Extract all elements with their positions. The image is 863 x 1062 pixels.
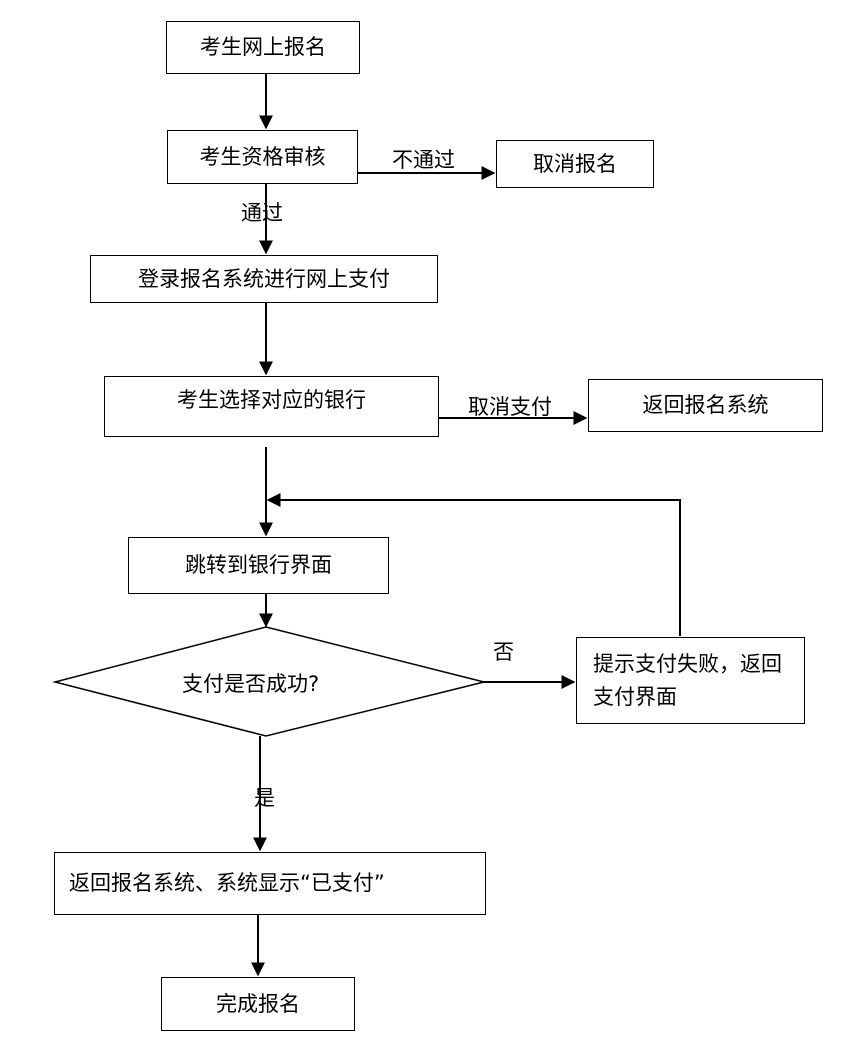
node-pay-fail: 提示支付失败，返回支付界面 (576, 637, 805, 724)
node-choose-bank: 考生选择对应的银行 (104, 376, 439, 437)
edge-label-not-pass: 不通过 (392, 148, 455, 172)
edge-label-cancel-pay: 取消支付 (468, 395, 552, 419)
node-paid-display: 返回报名系统、系统显示“已支付” (54, 852, 486, 915)
decision-diamond (52, 626, 485, 737)
edge-label-yes: 是 (254, 786, 275, 810)
arrow-fail-loop-back (266, 493, 681, 636)
decision-pay-success-label: 支付是否成功? (182, 672, 320, 696)
node-cancel-signup: 取消报名 (496, 140, 654, 188)
node-login-pay: 登录报名系统进行网上支付 (90, 255, 438, 303)
node-jump-bank: 跳转到银行界面 (128, 537, 389, 594)
edge-label-pass: 通过 (241, 201, 283, 225)
node-finish: 完成报名 (161, 977, 355, 1031)
node-back-system: 返回报名系统 (588, 379, 823, 432)
node-review: 考生资格审核 (167, 130, 358, 184)
edge-label-no: 否 (493, 640, 514, 664)
node-signup: 考生网上报名 (166, 21, 360, 74)
